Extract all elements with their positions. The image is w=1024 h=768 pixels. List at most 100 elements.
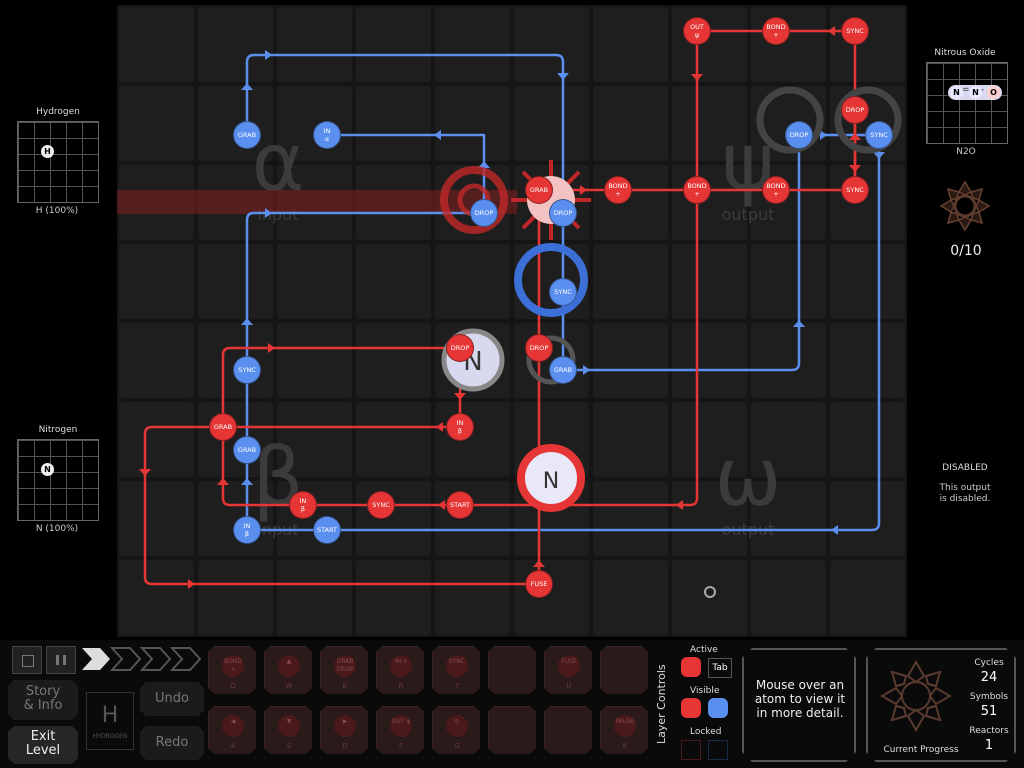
pause-button[interactable]: [46, 646, 76, 674]
reactor-cell[interactable]: [277, 402, 352, 477]
reactor-cell[interactable]: [593, 86, 668, 161]
reactor-cell[interactable]: [830, 402, 905, 477]
red-instruction-in[interactable]: IN β: [446, 413, 474, 441]
reactor-cell[interactable]: [751, 323, 826, 398]
undo-button[interactable]: Undo: [140, 682, 204, 716]
red-instruction-sync[interactable]: SYNC: [841, 176, 869, 204]
reactor-cell[interactable]: [593, 481, 668, 556]
blue-instruction-sync[interactable]: SYNC: [549, 278, 577, 306]
red-instruction-grab[interactable]: GRAB: [209, 413, 237, 441]
reactor-cell[interactable]: [751, 7, 826, 82]
red-instruction-bond[interactable]: BOND +: [762, 176, 790, 204]
reactor-cell[interactable]: [593, 165, 668, 240]
reactor-cell[interactable]: [198, 86, 273, 161]
reactor-cell[interactable]: [119, 560, 194, 635]
red-instruction-drop[interactable]: DROP: [446, 334, 474, 362]
reactor-cell[interactable]: [356, 7, 431, 82]
reactor-cell[interactable]: [277, 86, 352, 161]
speed-arrows[interactable]: [78, 644, 204, 674]
reactor-cell[interactable]: [672, 86, 747, 161]
red-instruction-sync[interactable]: SYNC: [841, 17, 869, 45]
reactor-cell[interactable]: [672, 244, 747, 319]
reactor-cell[interactable]: [830, 323, 905, 398]
reactor-cell[interactable]: [277, 7, 352, 82]
reactor-cell[interactable]: [198, 560, 273, 635]
reactor-cell[interactable]: [830, 165, 905, 240]
reactor-cell[interactable]: [751, 402, 826, 477]
reactor-cell[interactable]: [751, 481, 826, 556]
reactor-cell[interactable]: [435, 7, 510, 82]
reactor-cell[interactable]: [672, 323, 747, 398]
blue-instruction-grab[interactable]: GRAB: [549, 356, 577, 384]
reactor-cell[interactable]: [830, 481, 905, 556]
blue-instruction-drop[interactable]: DROP: [549, 199, 577, 227]
palette-button[interactable]: [544, 706, 592, 754]
layer-active-red[interactable]: [681, 657, 701, 677]
reactor-cell[interactable]: [119, 323, 194, 398]
reactor-cell[interactable]: [593, 560, 668, 635]
red-instruction-out[interactable]: OUT ψ: [683, 17, 711, 45]
blue-instruction-drop[interactable]: DROP: [470, 199, 498, 227]
reactor-cell[interactable]: [435, 244, 510, 319]
exit-level-button[interactable]: Exit Level: [8, 726, 78, 764]
reactor-cell[interactable]: [356, 560, 431, 635]
palette-button[interactable]: ▲W: [264, 646, 312, 694]
reactor-cell[interactable]: [356, 244, 431, 319]
reactor-cell[interactable]: [751, 560, 826, 635]
red-instruction-sync[interactable]: SYNC: [367, 491, 395, 519]
blue-instruction-sync[interactable]: SYNC: [233, 356, 261, 384]
palette-button[interactable]: ◀A: [208, 706, 256, 754]
red-instruction-bond[interactable]: BOND +: [762, 17, 790, 45]
reactor-cell[interactable]: [672, 165, 747, 240]
layer-locked-blue[interactable]: [708, 740, 728, 760]
red-instruction-drop[interactable]: DROP: [525, 334, 553, 362]
reactor-cell[interactable]: [830, 7, 905, 82]
reactor-cell[interactable]: [277, 244, 352, 319]
palette-button[interactable]: [488, 706, 536, 754]
reactor-cell[interactable]: [435, 560, 510, 635]
reactor-cell[interactable]: [198, 7, 273, 82]
palette-button[interactable]: ↻G: [432, 706, 480, 754]
red-instruction-drop[interactable]: DROP: [841, 96, 869, 124]
reactor-cell[interactable]: [672, 7, 747, 82]
palette-button[interactable]: ▼S: [264, 706, 312, 754]
reactor-cell[interactable]: [593, 323, 668, 398]
layer-locked-red[interactable]: [681, 740, 701, 760]
blue-instruction-grab[interactable]: GRAB: [233, 436, 261, 464]
stop-button[interactable]: [12, 646, 42, 674]
blue-instruction-grab[interactable]: GRAB: [233, 121, 261, 149]
reactor-cell[interactable]: [277, 560, 352, 635]
reactor-cell[interactable]: [119, 244, 194, 319]
red-instruction-bond[interactable]: BOND +: [683, 176, 711, 204]
reactor-cell[interactable]: [198, 481, 273, 556]
reactor-cell[interactable]: [198, 402, 273, 477]
reactor-cell[interactable]: [356, 86, 431, 161]
reactor-cell[interactable]: [435, 481, 510, 556]
reactor-cell[interactable]: [751, 165, 826, 240]
reactor-cell[interactable]: [119, 7, 194, 82]
reactor-cell[interactable]: [277, 481, 352, 556]
reactor-cell[interactable]: [198, 244, 273, 319]
red-instruction-start[interactable]: START: [446, 491, 474, 519]
red-instruction-in[interactable]: IN β: [289, 491, 317, 519]
reactor-cell[interactable]: [593, 7, 668, 82]
blue-instruction-drop[interactable]: DROP: [785, 121, 813, 149]
reactor-cell[interactable]: [751, 244, 826, 319]
red-instruction-bond[interactable]: BOND +: [604, 176, 632, 204]
red-instruction-grab[interactable]: GRAB: [525, 176, 553, 204]
reactor-cell[interactable]: [356, 323, 431, 398]
reactor-cell[interactable]: [356, 481, 431, 556]
reactor-cell[interactable]: [277, 323, 352, 398]
palette-button[interactable]: [600, 646, 648, 694]
reactor-cell[interactable]: [514, 7, 589, 82]
reactor-cell[interactable]: [119, 402, 194, 477]
blue-instruction-in[interactable]: IN β: [233, 516, 261, 544]
reactor-cell[interactable]: [593, 402, 668, 477]
red-instruction-fuse[interactable]: FUSE: [525, 570, 553, 598]
redo-button[interactable]: Redo: [140, 726, 204, 760]
layer-visible-blue[interactable]: [708, 698, 728, 718]
